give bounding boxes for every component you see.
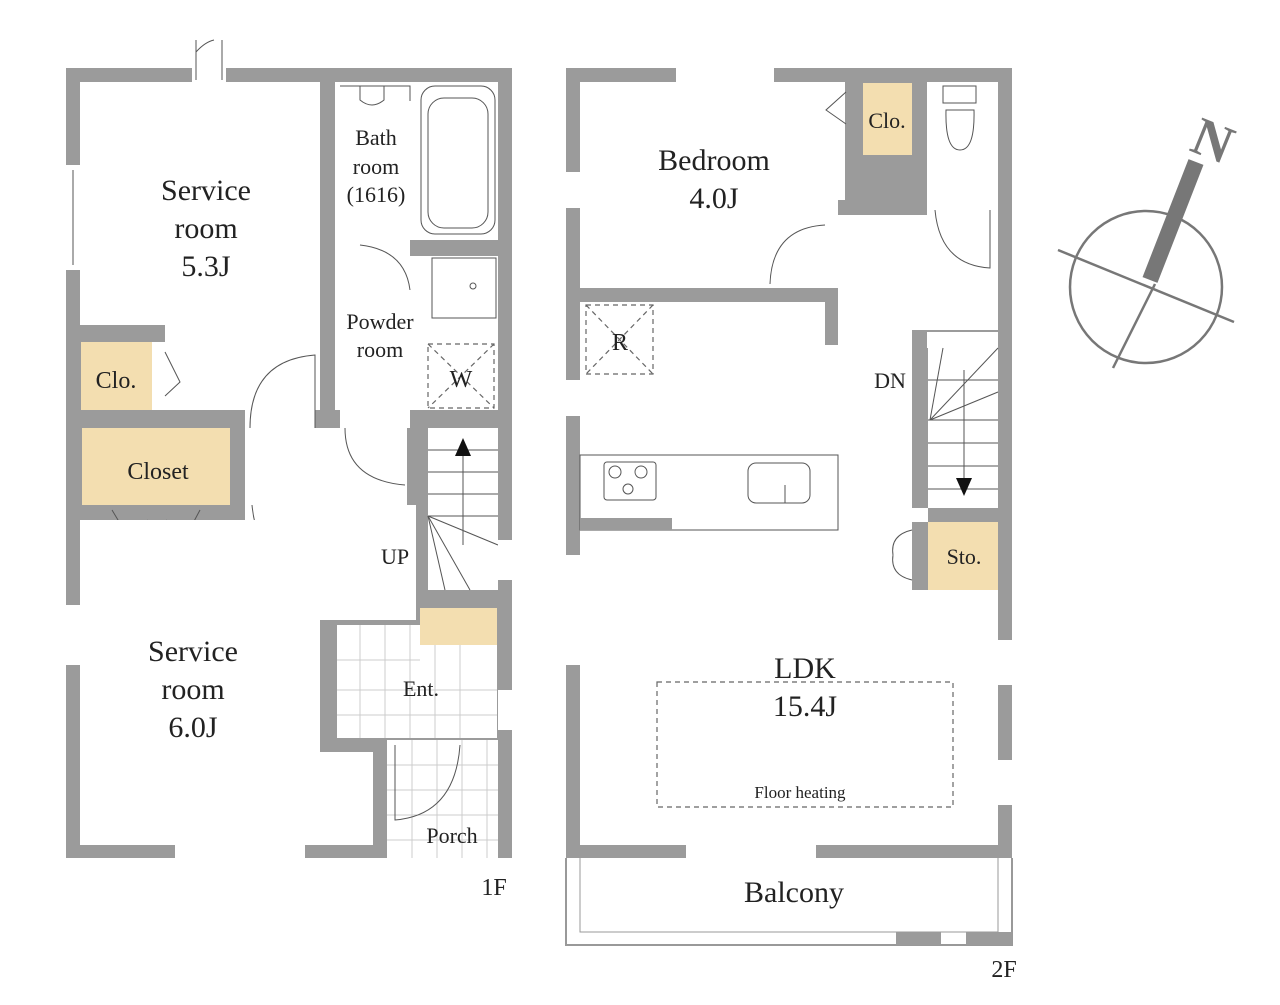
porch xyxy=(387,740,498,858)
powder-room xyxy=(335,256,498,410)
fridge-label: R xyxy=(612,330,628,356)
room-label: Service xyxy=(148,635,238,668)
sink-icon xyxy=(431,257,497,319)
window xyxy=(686,845,816,858)
kitchen-sink-icon xyxy=(747,462,811,504)
room-size: 5.3J xyxy=(181,250,231,283)
washer-label: W xyxy=(450,367,473,393)
bathroom xyxy=(335,82,498,240)
storage xyxy=(928,522,998,590)
room-label: room xyxy=(161,673,224,706)
compass: N xyxy=(1057,105,1242,369)
shoe-storage xyxy=(420,608,497,645)
compass-circle xyxy=(1068,209,1224,365)
closet xyxy=(82,428,230,505)
room-size: 6.0J xyxy=(168,711,218,744)
clo-2f xyxy=(863,83,912,155)
front-door-icon xyxy=(394,744,461,821)
window xyxy=(676,68,774,82)
floor-heating-area xyxy=(656,681,954,808)
floor-label: 1F xyxy=(481,875,506,901)
door-icon xyxy=(195,39,223,80)
room-label: room xyxy=(353,154,399,179)
bath-door-icon xyxy=(359,244,411,291)
room-label: Clo. xyxy=(96,368,137,394)
service-room-5-3 xyxy=(80,82,320,325)
room-label: Sto. xyxy=(947,544,982,569)
bedroom xyxy=(580,82,845,200)
arrow-down-icon xyxy=(956,478,972,496)
room-label: Balcony xyxy=(744,876,844,909)
hall-1f xyxy=(245,428,407,505)
north-needle-icon xyxy=(1142,159,1204,283)
floor-heating-label: Floor heating xyxy=(754,783,846,802)
hall-2f xyxy=(838,215,998,330)
room-label: Porch xyxy=(426,823,477,848)
room-label: LDK xyxy=(774,652,836,685)
closet-door-icon xyxy=(825,91,847,125)
ldk xyxy=(580,302,825,845)
window xyxy=(175,845,305,858)
door-swing-icon xyxy=(769,209,991,285)
clo-1f xyxy=(81,342,152,410)
stairs-label: UP xyxy=(381,544,409,569)
room-label: room xyxy=(357,337,403,362)
room-label: Service xyxy=(161,174,251,207)
floor-2: Bedroom 4.0J Clo. R DN Sto. LDK 15.4J Fl… xyxy=(565,68,1017,983)
toilet-icon xyxy=(942,85,977,151)
room-label: Bedroom xyxy=(658,144,770,177)
room-size: 15.4J xyxy=(773,690,838,723)
room-label: (1616) xyxy=(347,182,406,207)
kitchen-counter xyxy=(579,454,839,531)
room-label: Ent. xyxy=(403,676,439,701)
door-opening xyxy=(192,60,226,82)
bathtub-icon xyxy=(427,97,489,229)
room-label: Powder xyxy=(346,309,414,334)
room-label: Clo. xyxy=(868,108,905,133)
room-label: room xyxy=(174,212,237,245)
arrow-up-icon xyxy=(455,438,471,456)
room-label: Closet xyxy=(127,459,189,485)
service-room-6-0 xyxy=(80,520,320,845)
stove-icon xyxy=(603,461,657,501)
toilet xyxy=(927,82,998,200)
fridge-space xyxy=(585,304,654,375)
washbasin-icon xyxy=(340,85,411,106)
room-label: Bath xyxy=(355,125,397,150)
room-size: 4.0J xyxy=(689,182,739,215)
floor-label: 2F xyxy=(991,957,1016,983)
closet-door-icon xyxy=(164,351,181,397)
balcony xyxy=(565,858,1013,946)
stairs-label: DN xyxy=(874,368,906,393)
storage-door-icon xyxy=(892,529,913,581)
window xyxy=(566,555,580,665)
floor-1: Service room 5.3J Bath room (1616) Powde… xyxy=(66,39,512,901)
washer-space xyxy=(427,343,495,409)
